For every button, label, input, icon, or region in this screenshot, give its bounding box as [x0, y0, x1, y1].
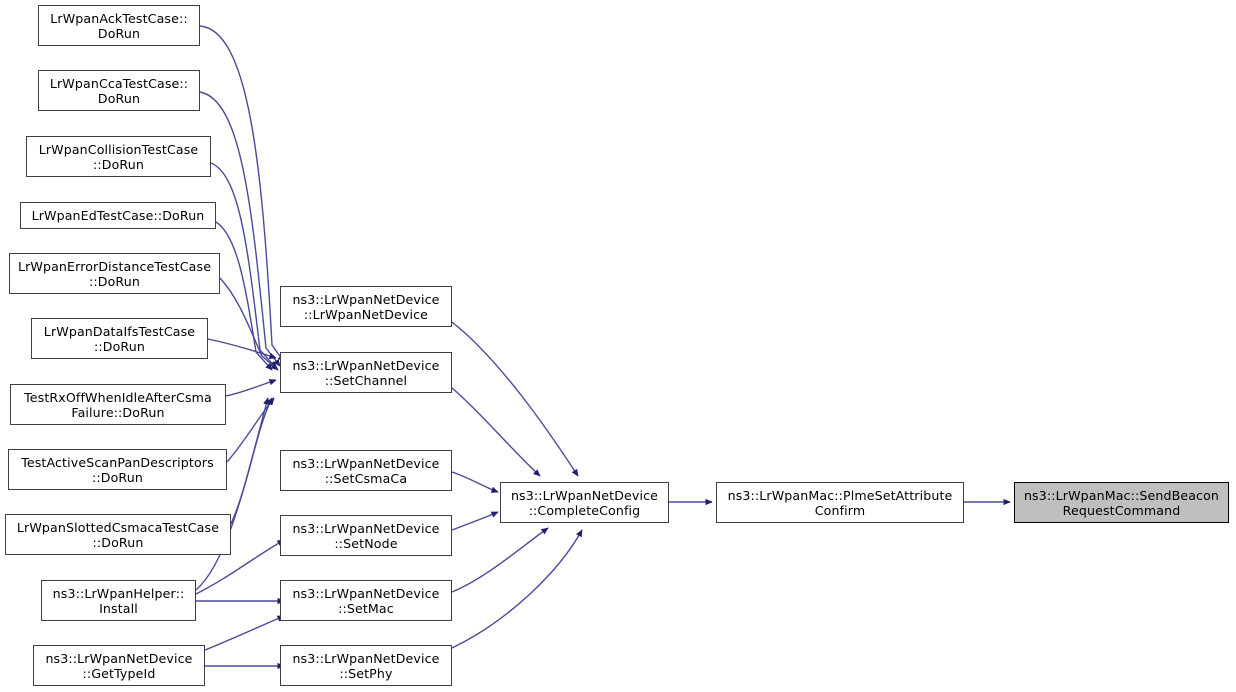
- graph-node-label: LrWpanSlottedCsmacaTestCase ::DoRun: [16, 519, 220, 550]
- call-edge-setnode-to-completecfg: [451, 511, 499, 531]
- graph-node-label: ns3::LrWpanNetDevice ::SetPhy: [292, 650, 440, 681]
- graph-node-label: ns3::LrWpanNetDevice ::GetTypeId: [45, 650, 193, 681]
- graph-node-label: ns3::LrWpanNetDevice ::SetNode: [292, 520, 440, 551]
- graph-node-label: ns3::LrWpanNetDevice ::CompleteConfig: [510, 487, 659, 518]
- graph-node-ack[interactable]: LrWpanAckTestCase:: DoRun: [38, 5, 200, 46]
- graph-node-plme[interactable]: ns3::LrWpanMac::PlmeSetAttribute Confirm: [716, 482, 964, 523]
- call-edge-errordist-to-setchannel: [219, 277, 279, 371]
- call-edge-slotted-to-setchannel: [230, 397, 273, 525]
- call-edge-cca-to-setchannel: [199, 91, 281, 367]
- call-edge-helper-to-setchannel: [195, 397, 270, 591]
- graph-node-dataifs[interactable]: LrWpanDataIfsTestCase ::DoRun: [31, 318, 208, 359]
- call-edge-ack-to-setchannel: [199, 25, 285, 363]
- graph-node-label: LrWpanCollisionTestCase ::DoRun: [38, 141, 199, 172]
- graph-node-label: TestRxOffWhenIdleAfterCsma Failure::DoRu…: [24, 389, 212, 420]
- call-edge-dataifs-to-setchannel: [207, 338, 277, 359]
- graph-node-ctor[interactable]: ns3::LrWpanNetDevice ::LrWpanNetDevice: [280, 286, 452, 327]
- call-edge-rxoff-to-setchannel: [225, 379, 277, 397]
- call-edge-setchannel-to-completecfg: [451, 387, 541, 477]
- graph-node-sendbeacon[interactable]: ns3::LrWpanMac::SendBeacon RequestComman…: [1014, 482, 1229, 523]
- graph-node-setchannel[interactable]: ns3::LrWpanNetDevice ::SetChannel: [280, 352, 452, 393]
- call-edge-collision-to-setchannel: [210, 162, 277, 369]
- graph-node-activescan[interactable]: TestActiveScanPanDescriptors ::DoRun: [8, 449, 227, 490]
- call-edge-ctor-to-completecfg: [451, 321, 579, 477]
- graph-node-label: ns3::LrWpanMac::PlmeSetAttribute Confirm: [727, 487, 953, 518]
- call-edge-ed-to-setchannel: [215, 221, 273, 371]
- graph-node-label: TestActiveScanPanDescriptors ::DoRun: [21, 454, 214, 485]
- call-edge-setphy-to-completecfg: [451, 529, 583, 649]
- graph-node-errordist[interactable]: LrWpanErrorDistanceTestCase ::DoRun: [9, 253, 220, 294]
- call-edge-gettypeid-to-setmac: [204, 615, 285, 651]
- graph-node-label: ns3::LrWpanNetDevice ::SetCsmaCa: [292, 455, 440, 486]
- graph-node-gettypeid[interactable]: ns3::LrWpanNetDevice ::GetTypeId: [33, 645, 205, 686]
- graph-node-setcsmaca[interactable]: ns3::LrWpanNetDevice ::SetCsmaCa: [280, 450, 452, 491]
- graph-node-label: LrWpanAckTestCase:: DoRun: [50, 10, 188, 41]
- graph-node-label: ns3::LrWpanNetDevice ::SetMac: [292, 585, 440, 616]
- graph-node-label: ns3::LrWpanNetDevice ::SetChannel: [292, 357, 440, 388]
- graph-node-completecfg[interactable]: ns3::LrWpanNetDevice ::CompleteConfig: [500, 482, 669, 523]
- call-edge-activescan-to-setchannel: [226, 397, 275, 463]
- graph-node-rxoff[interactable]: TestRxOffWhenIdleAfterCsma Failure::DoRu…: [10, 384, 226, 425]
- graph-node-setnode[interactable]: ns3::LrWpanNetDevice ::SetNode: [280, 515, 452, 556]
- graph-node-ed[interactable]: LrWpanEdTestCase::DoRun: [20, 202, 216, 229]
- call-edge-setmac-to-completecfg: [451, 527, 549, 593]
- graph-node-label: ns3::LrWpanMac::SendBeacon RequestComman…: [1023, 487, 1220, 518]
- graph-node-label: ns3::LrWpanHelper:: Install: [52, 585, 185, 616]
- graph-node-label: ns3::LrWpanNetDevice ::LrWpanNetDevice: [292, 291, 440, 322]
- graph-node-collision[interactable]: LrWpanCollisionTestCase ::DoRun: [26, 136, 211, 177]
- call-edge-setcsmaca-to-completecfg: [451, 471, 499, 493]
- graph-node-label: LrWpanCcaTestCase:: DoRun: [49, 75, 189, 106]
- graph-node-setphy[interactable]: ns3::LrWpanNetDevice ::SetPhy: [280, 645, 452, 686]
- graph-node-slotted[interactable]: LrWpanSlottedCsmacaTestCase ::DoRun: [5, 514, 231, 555]
- graph-node-label: LrWpanDataIfsTestCase ::DoRun: [43, 323, 196, 354]
- graph-node-label: LrWpanEdTestCase::DoRun: [31, 208, 205, 223]
- graph-node-cca[interactable]: LrWpanCcaTestCase:: DoRun: [38, 70, 200, 111]
- graph-node-label: LrWpanErrorDistanceTestCase ::DoRun: [17, 258, 212, 289]
- graph-node-setmac[interactable]: ns3::LrWpanNetDevice ::SetMac: [280, 580, 452, 621]
- graph-node-helper[interactable]: ns3::LrWpanHelper:: Install: [41, 580, 196, 621]
